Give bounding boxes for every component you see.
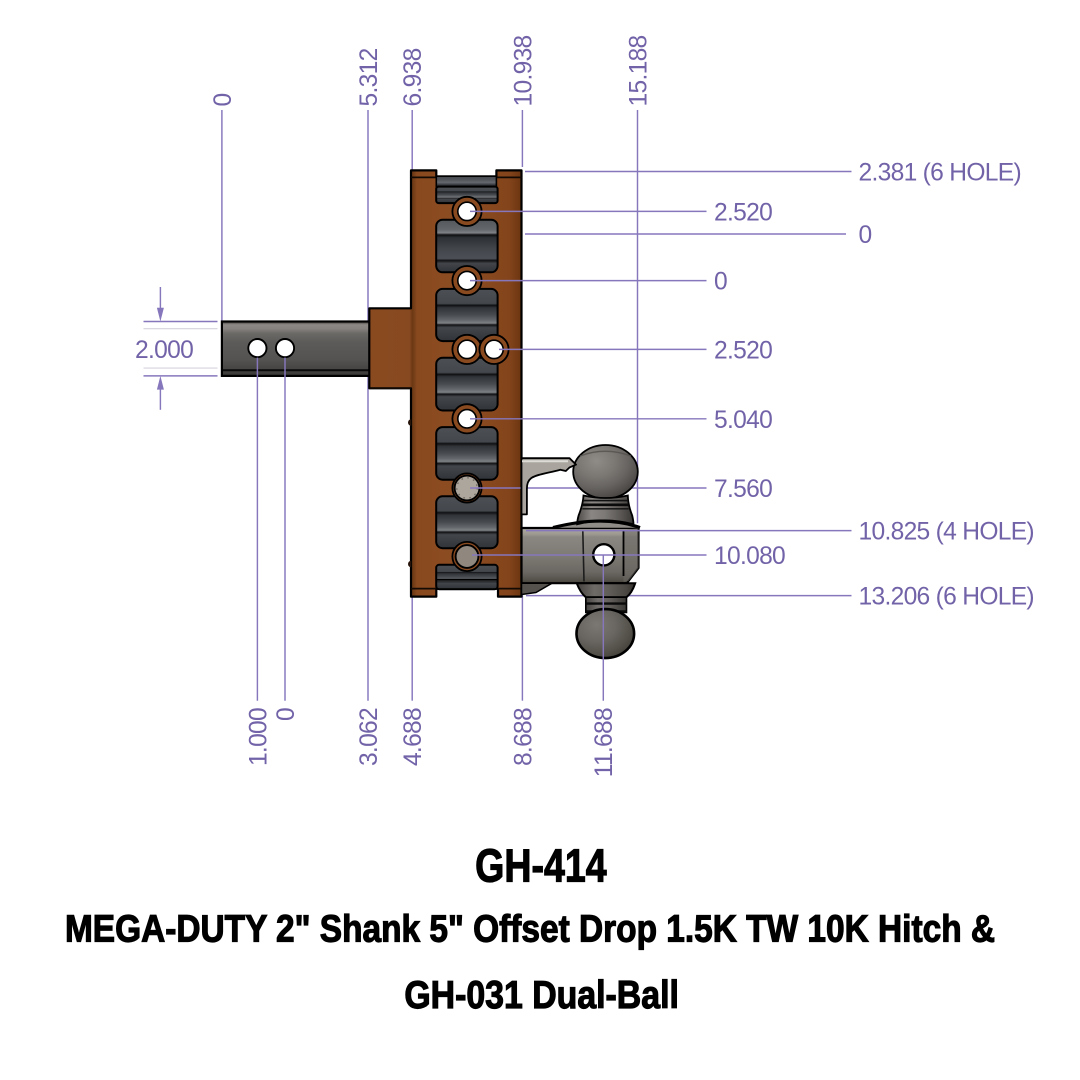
svg-text:MEGA-DUTY 2" Shank 5" Offset D: MEGA-DUTY 2" Shank 5" Offset Drop 1.5K T… — [65, 907, 995, 949]
svg-text:2.000: 2.000 — [135, 337, 193, 364]
svg-text:10.080: 10.080 — [714, 543, 785, 570]
svg-text:10.938: 10.938 — [510, 35, 537, 106]
svg-text:2.381 (6 HOLE): 2.381 (6 HOLE) — [859, 160, 1021, 187]
svg-text:0: 0 — [714, 269, 727, 296]
svg-text:2.520: 2.520 — [714, 200, 772, 227]
svg-text:1.000: 1.000 — [245, 708, 272, 766]
svg-text:4.688: 4.688 — [400, 708, 427, 766]
svg-text:6.938: 6.938 — [400, 48, 427, 106]
svg-text:11.688: 11.688 — [591, 708, 618, 777]
svg-text:7.560: 7.560 — [714, 476, 772, 503]
svg-text:3.062: 3.062 — [356, 708, 383, 766]
svg-text:2.520: 2.520 — [714, 338, 772, 365]
svg-text:5.040: 5.040 — [714, 407, 772, 434]
svg-text:GH-414: GH-414 — [475, 840, 607, 892]
svg-text:0: 0 — [273, 708, 300, 721]
svg-text:13.206 (6 HOLE): 13.206 (6 HOLE) — [859, 584, 1034, 611]
svg-text:0: 0 — [859, 222, 872, 249]
svg-text:15.188: 15.188 — [625, 35, 652, 106]
svg-text:5.312: 5.312 — [356, 48, 383, 106]
svg-text:0: 0 — [210, 94, 237, 107]
svg-text:GH-031 Dual-Ball: GH-031 Dual-Ball — [404, 973, 679, 1017]
svg-text:10.825 (4 HOLE): 10.825 (4 HOLE) — [859, 519, 1034, 546]
svg-text:8.688: 8.688 — [510, 708, 537, 766]
